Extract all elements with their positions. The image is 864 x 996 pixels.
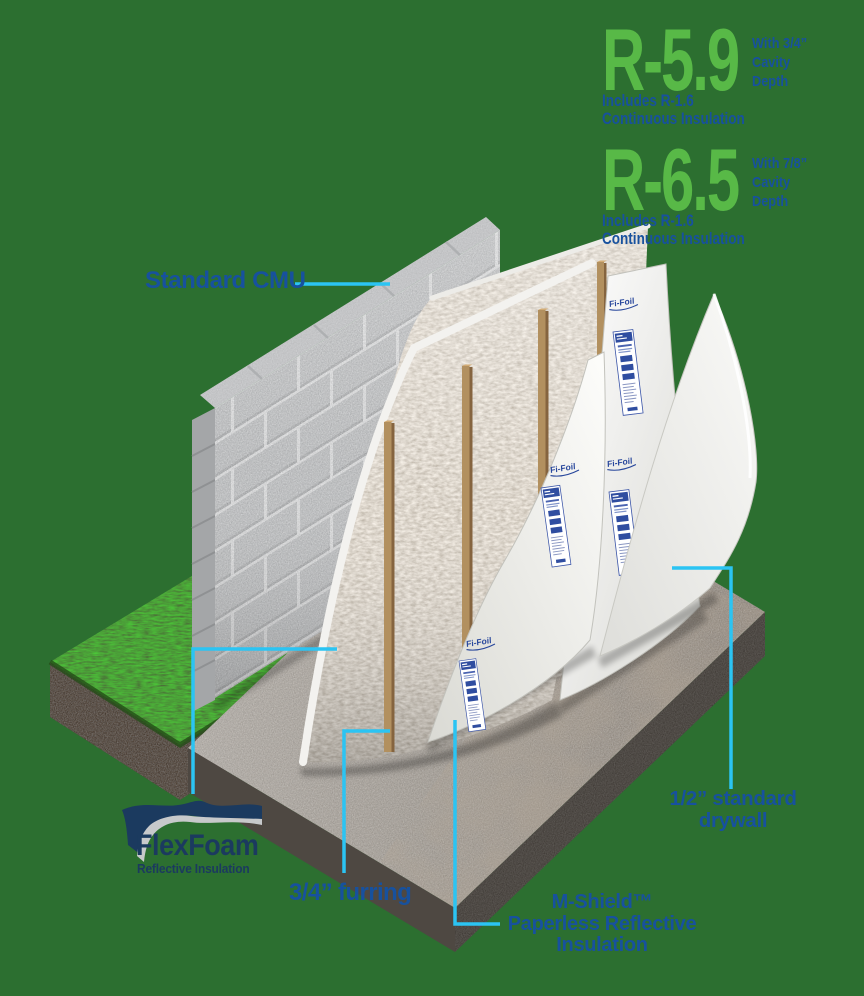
callout-mshield-line: Insulation [556, 934, 648, 956]
rating-includes-note: Includes R-1.6 Continuous Insulation [602, 212, 745, 248]
flexfoam-logo-name: FlexFoam [136, 829, 259, 862]
includes-line: Includes R-1.6 [602, 92, 694, 110]
cavity-line: Cavity [752, 54, 791, 71]
rating-cavity-note: With 7/8” Cavity Depth [752, 154, 807, 211]
cavity-line: Depth [752, 73, 789, 90]
slab-front-left-face [188, 748, 455, 952]
leader-furring [342, 729, 390, 873]
rating-includes-note: Includes R-1.6 Continuous Insulation [602, 92, 745, 128]
cavity-line: Depth [752, 193, 789, 210]
drywall-sheet [598, 292, 758, 668]
callout-drywall: 1/2” standard drywall [638, 788, 828, 832]
rating-value: R-6.5 [602, 130, 740, 229]
callout-mshield-line: M-Shield™ [551, 891, 653, 913]
rating-block-r59: R-5.9 With 3/4” Cavity Depth Includes R-… [602, 10, 864, 146]
cavity-line: Cavity [752, 174, 791, 191]
leader-lines [191, 282, 733, 926]
flexfoam-logo-tagline: Reflective Insulation [137, 861, 250, 876]
rating-value: R-5.9 [602, 10, 740, 109]
leader-drywall [672, 566, 733, 789]
callout-mshield-line: Paperless Reflective [507, 912, 697, 935]
leader-mshield [453, 720, 500, 926]
includes-line: Continuous Insulation [602, 110, 745, 128]
drywall-face [599, 292, 758, 657]
callout-drywall-line: 1/2” standard [669, 787, 797, 810]
cavity-line: With 3/4” [752, 35, 808, 52]
callout-mshield: M-Shield™ Paperless Reflective Insulatio… [497, 891, 707, 957]
includes-line: Includes R-1.6 [602, 212, 694, 230]
includes-line: Continuous Insulation [602, 230, 745, 248]
callout-furring: 3/4” furring [289, 879, 412, 906]
rating-block-r65: R-6.5 With 7/8” Cavity Depth Includes R-… [602, 130, 864, 266]
callout-drywall-line: drywall [698, 809, 768, 832]
flexfoam-logo: FlexFoam Reflective Insulation [108, 795, 278, 883]
foil-white-edge [299, 259, 596, 766]
callout-standard-cmu: Standard CMU [145, 267, 306, 294]
furring-strip [462, 364, 473, 714]
flexfoam-swoosh-icon [122, 800, 262, 862]
furring-strip [384, 420, 395, 752]
cavity-line: With 7/8” [752, 155, 808, 172]
leader-flexfoam [191, 647, 337, 794]
rating-cavity-note: With 3/4” Cavity Depth [752, 34, 807, 91]
